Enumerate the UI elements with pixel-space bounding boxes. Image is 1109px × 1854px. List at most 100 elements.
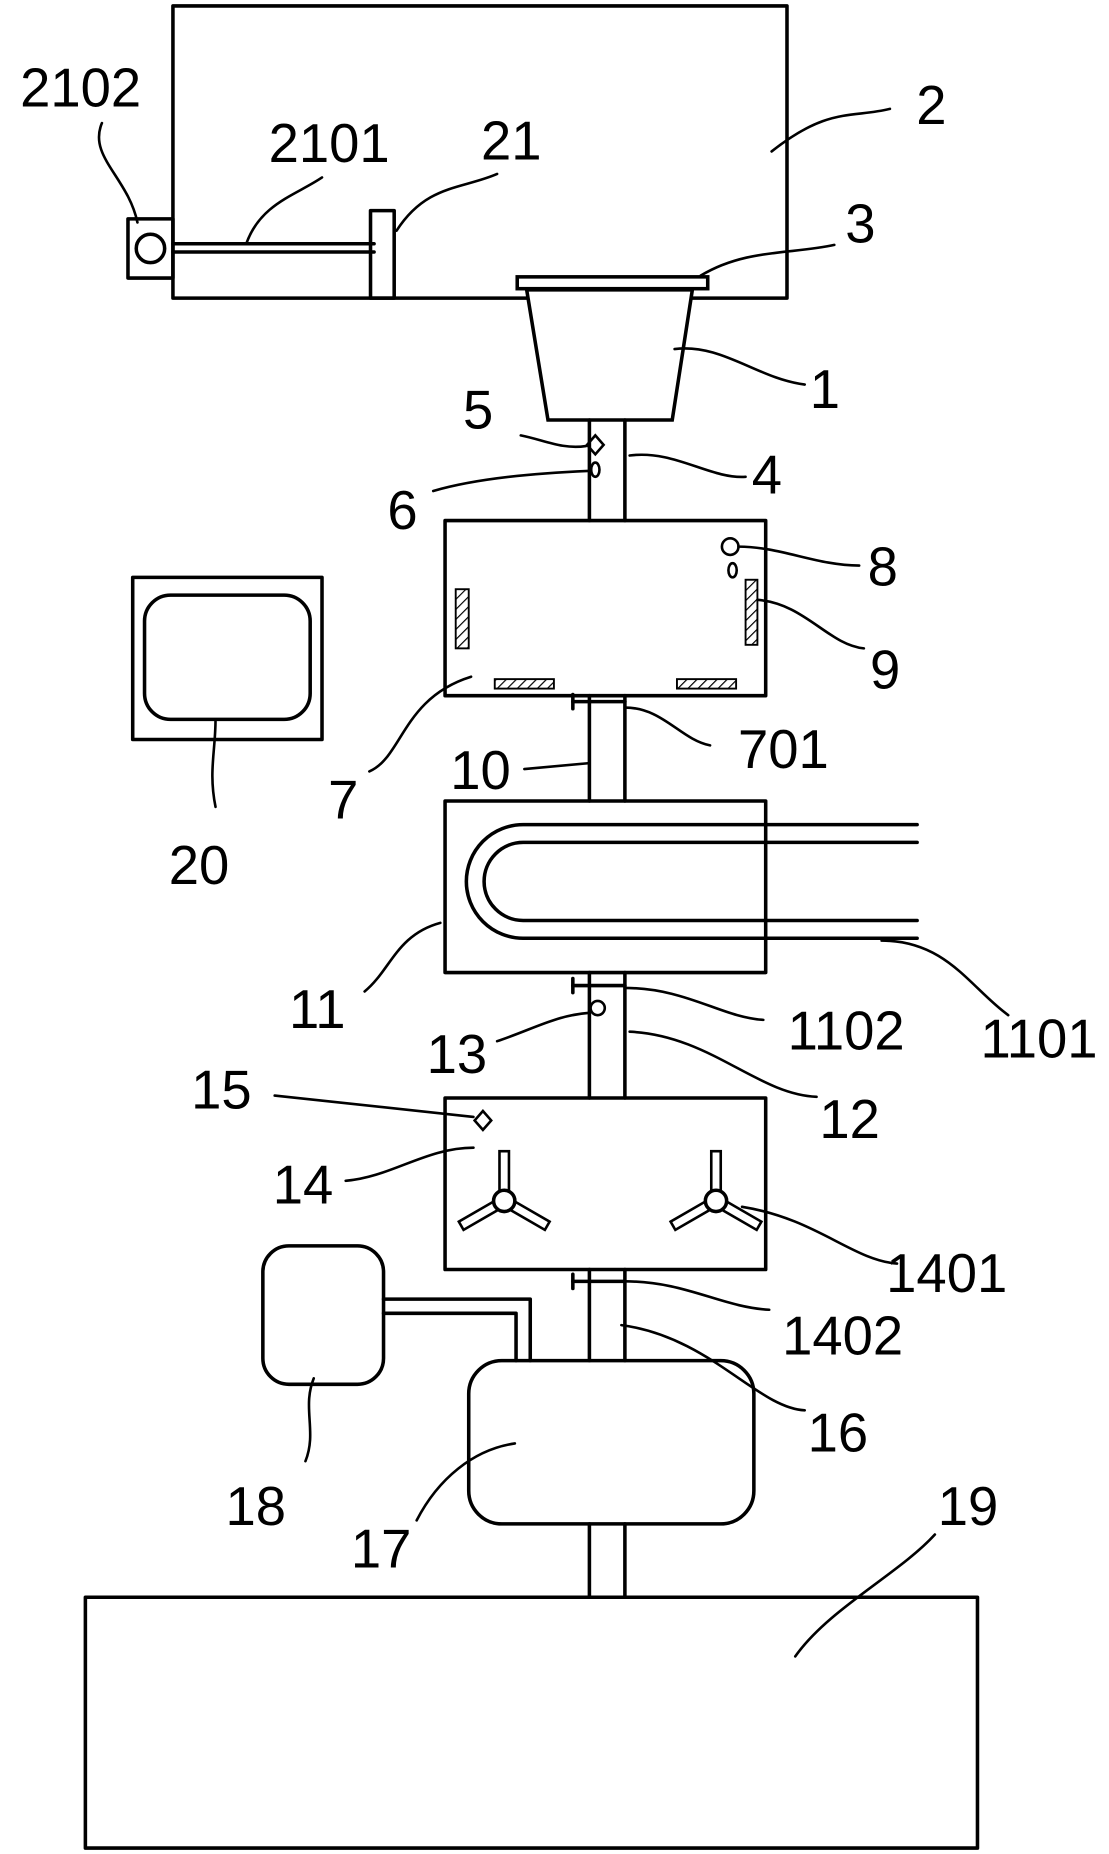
leader-2 [770, 107, 892, 153]
label-12: 12 [819, 1089, 880, 1150]
leader-12 [628, 1030, 818, 1099]
component-9-sensor [727, 561, 739, 579]
component-701-valve [571, 692, 627, 711]
panel-20-outer [130, 575, 324, 742]
label-14: 14 [273, 1154, 334, 1215]
fan-left-hub [491, 1188, 517, 1214]
label-4: 4 [752, 444, 782, 505]
leader-19 [793, 1533, 937, 1658]
label-11: 11 [289, 979, 345, 1040]
label-16: 16 [808, 1403, 869, 1464]
component-1401-fan-right [668, 1149, 764, 1232]
label-13: 13 [427, 1024, 488, 1085]
component-16-pipe [587, 1267, 627, 1363]
component-19-base [83, 1595, 980, 1850]
tube-1101-inner [482, 840, 919, 923]
leader-1402 [623, 1280, 771, 1312]
leader-4 [628, 453, 747, 479]
leader-701 [623, 706, 712, 747]
component-8-sensor [720, 537, 740, 557]
component-2-housing [171, 4, 789, 300]
label-701: 701 [738, 719, 829, 780]
chamber-7-heater-left [454, 588, 470, 650]
component-1-hopper [524, 288, 695, 422]
fan-left-blade-up [498, 1149, 511, 1193]
reference-labels: 2102 2101 21 2 3 1 5 4 6 8 9 7 701 10 20… [20, 57, 1097, 1579]
component-11-condenser [443, 799, 919, 975]
leader-10 [523, 761, 591, 771]
label-3: 3 [845, 194, 875, 255]
leader-17 [415, 1442, 517, 1522]
leader-16 [620, 1323, 807, 1412]
condenser-11-outline [443, 799, 768, 975]
leader-15 [273, 1094, 475, 1119]
label-2: 2 [916, 75, 946, 136]
label-1: 1 [810, 359, 840, 420]
leader-2101 [244, 176, 324, 246]
label-9: 9 [870, 640, 900, 701]
fan-right-blade-up [709, 1149, 723, 1193]
label-17: 17 [351, 1519, 412, 1580]
tank-18-outline [261, 1244, 386, 1387]
label-19: 19 [938, 1476, 999, 1537]
label-18: 18 [225, 1476, 286, 1537]
leader-8 [737, 545, 861, 567]
component-4-pipe [587, 418, 627, 523]
label-2102: 2102 [20, 57, 141, 118]
leader-5 [519, 434, 588, 449]
leader-1401 [740, 1205, 899, 1265]
motor-2102-box [126, 217, 175, 280]
fan-left-blade-right [508, 1199, 552, 1232]
component-14-cooling-chamber [443, 1096, 768, 1272]
component-1102-valve [571, 976, 627, 995]
leader-6 [431, 469, 590, 493]
label-21: 21 [481, 111, 542, 172]
component-2102-motor [126, 217, 175, 280]
label-20: 20 [169, 835, 230, 896]
tank-18-pipe-outer [381, 1297, 533, 1363]
fan-right-blade-left [668, 1199, 712, 1232]
leader-14 [344, 1146, 475, 1183]
label-8: 8 [868, 537, 898, 598]
component-18-tank [261, 1244, 533, 1387]
label-5: 5 [463, 379, 493, 440]
component-6-sensor [589, 461, 601, 479]
tank-18-pipe-inner [381, 1311, 518, 1363]
component-2101-rod [171, 241, 376, 254]
chamber-7-heater-right [744, 578, 759, 646]
component-17-vessel [466, 1358, 756, 1526]
leader-lines [97, 107, 1010, 1658]
component-13-sensor [589, 999, 607, 1017]
housing-2-outline [171, 4, 789, 300]
label-10: 10 [450, 740, 511, 801]
leader-7 [368, 675, 473, 773]
component-1402-valve [571, 1272, 627, 1291]
leader-1 [673, 347, 807, 386]
leader-13 [495, 1011, 591, 1043]
component-3-plate [515, 275, 710, 291]
leader-3 [699, 243, 836, 277]
fan-left [457, 1149, 552, 1232]
leader-20 [211, 718, 217, 809]
component-7-chamber [443, 518, 768, 698]
label-1402: 1402 [782, 1306, 903, 1367]
leader-1102 [623, 986, 765, 1022]
component-15-sensor [472, 1109, 493, 1132]
component-20-control-panel [130, 575, 324, 742]
leader-11 [363, 921, 442, 993]
leader-18 [304, 1377, 316, 1463]
lower-pipe [587, 1522, 627, 1600]
leader-9 [756, 598, 866, 650]
component-10-pipe [587, 693, 627, 803]
component-5-sensor [585, 433, 606, 457]
component-12-pipe [587, 970, 627, 1100]
panel-20-screen [142, 593, 312, 722]
chamber-7-heater-bottom-right [676, 678, 738, 690]
label-15: 15 [191, 1060, 252, 1121]
chamber-14-outline [443, 1096, 768, 1272]
label-6: 6 [387, 480, 417, 541]
leader-21 [395, 172, 499, 233]
leader-2102 [97, 121, 139, 224]
label-7: 7 [328, 770, 358, 831]
